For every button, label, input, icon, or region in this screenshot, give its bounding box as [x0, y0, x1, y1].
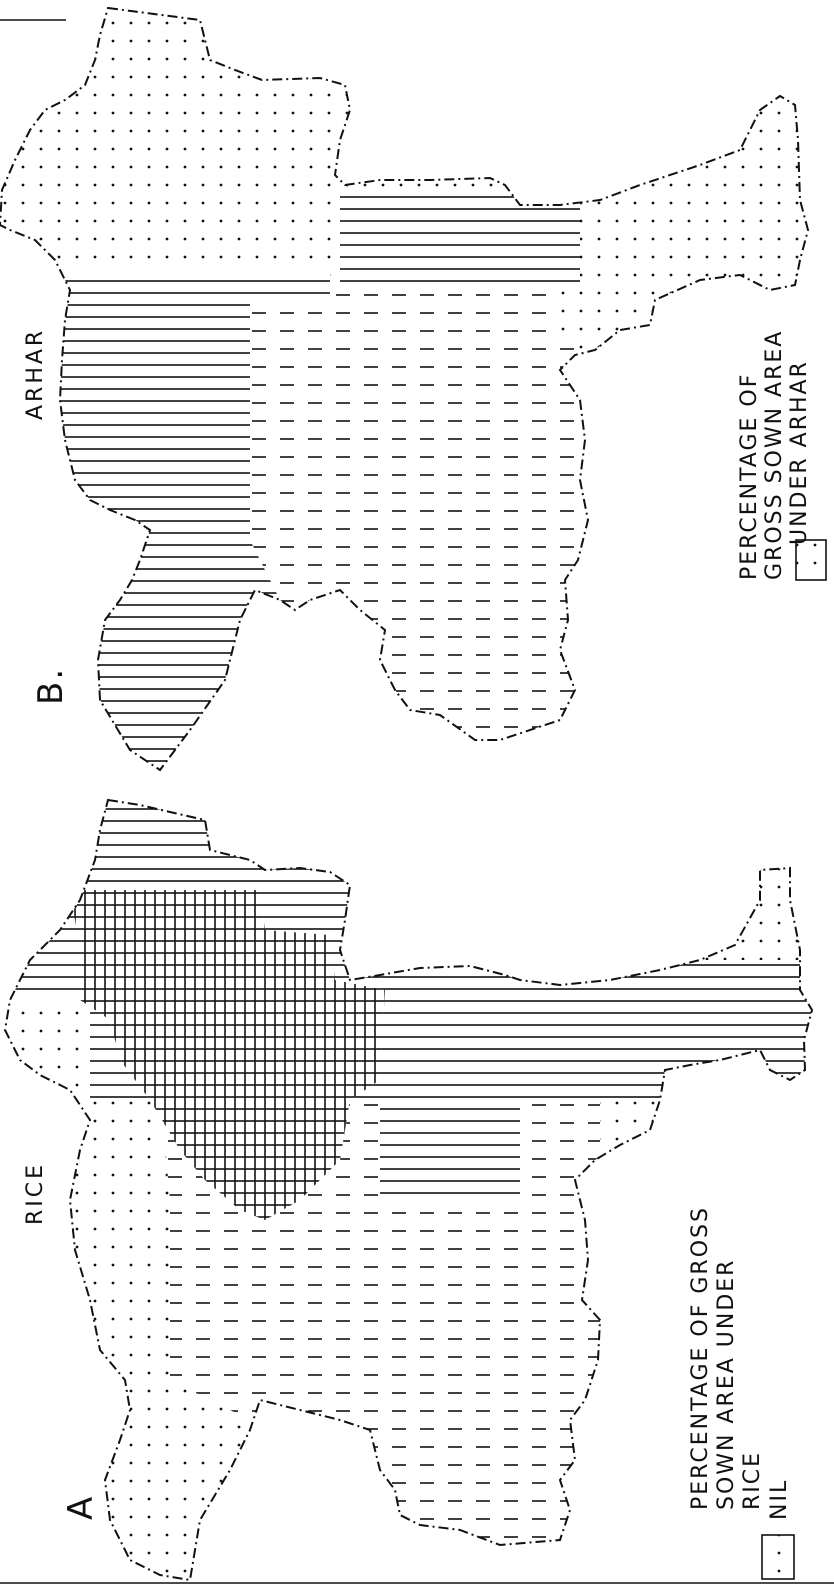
rice-legend-line-1: PERCENTAGE OF GROSS [688, 1206, 713, 1510]
panel-a-crop-title: RICE [23, 1162, 48, 1225]
rice-legend-line-3: RICE [740, 1451, 765, 1510]
arhar-legend-line-2: GROSS SOWN AREA [762, 330, 787, 580]
arhar-map [0, 6, 810, 772]
panel-a-letter: A [61, 1495, 101, 1520]
rice-legend-line-2: SOWN AREA UNDER [714, 1259, 739, 1510]
arhar-legend-swatch [795, 539, 827, 581]
arhar-legend-line-3: UNDER ARHAR [787, 360, 812, 545]
rice-legend-item-nil: NIL [767, 1479, 792, 1520]
rice-legend: PERCENTAGE OF GROSS SOWN AREA UNDER RICE… [688, 1206, 795, 1580]
arhar-legend-line-1: PERCENTAGE OF [737, 373, 762, 580]
panel-b-crop-title: ARHAR [23, 328, 48, 420]
rice-legend-swatch [761, 1534, 795, 1580]
rice-map [3, 798, 814, 1582]
arhar-legend: PERCENTAGE OF GROSS SOWN AREA UNDER ARHA… [737, 330, 827, 581]
panel-b-letter: B. [31, 667, 71, 705]
